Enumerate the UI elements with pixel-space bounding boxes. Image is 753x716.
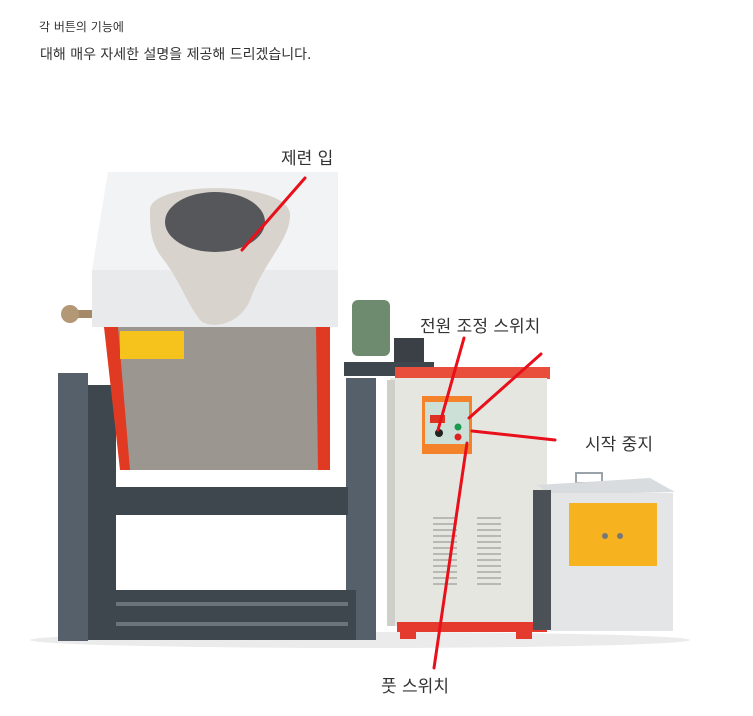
label-power-adjust-switch: 전원 조정 스위치	[420, 317, 541, 337]
intro-line-2: 대해 매우 자세한 설명을 제공해 드리겠습니다.	[40, 47, 312, 63]
capacitor-cabinet	[533, 472, 675, 631]
furnace-body	[61, 172, 338, 470]
furnace-stand	[58, 373, 376, 641]
intro-line-1: 각 버튼의 기능에	[39, 20, 124, 34]
callout-lines	[240, 176, 557, 670]
control-cabinet	[387, 367, 550, 639]
label-start-stop: 시작 중지	[585, 435, 653, 455]
label-foot-switch: 풋 스위치	[381, 677, 449, 697]
label-melting-inlet: 제련 입	[281, 149, 334, 169]
